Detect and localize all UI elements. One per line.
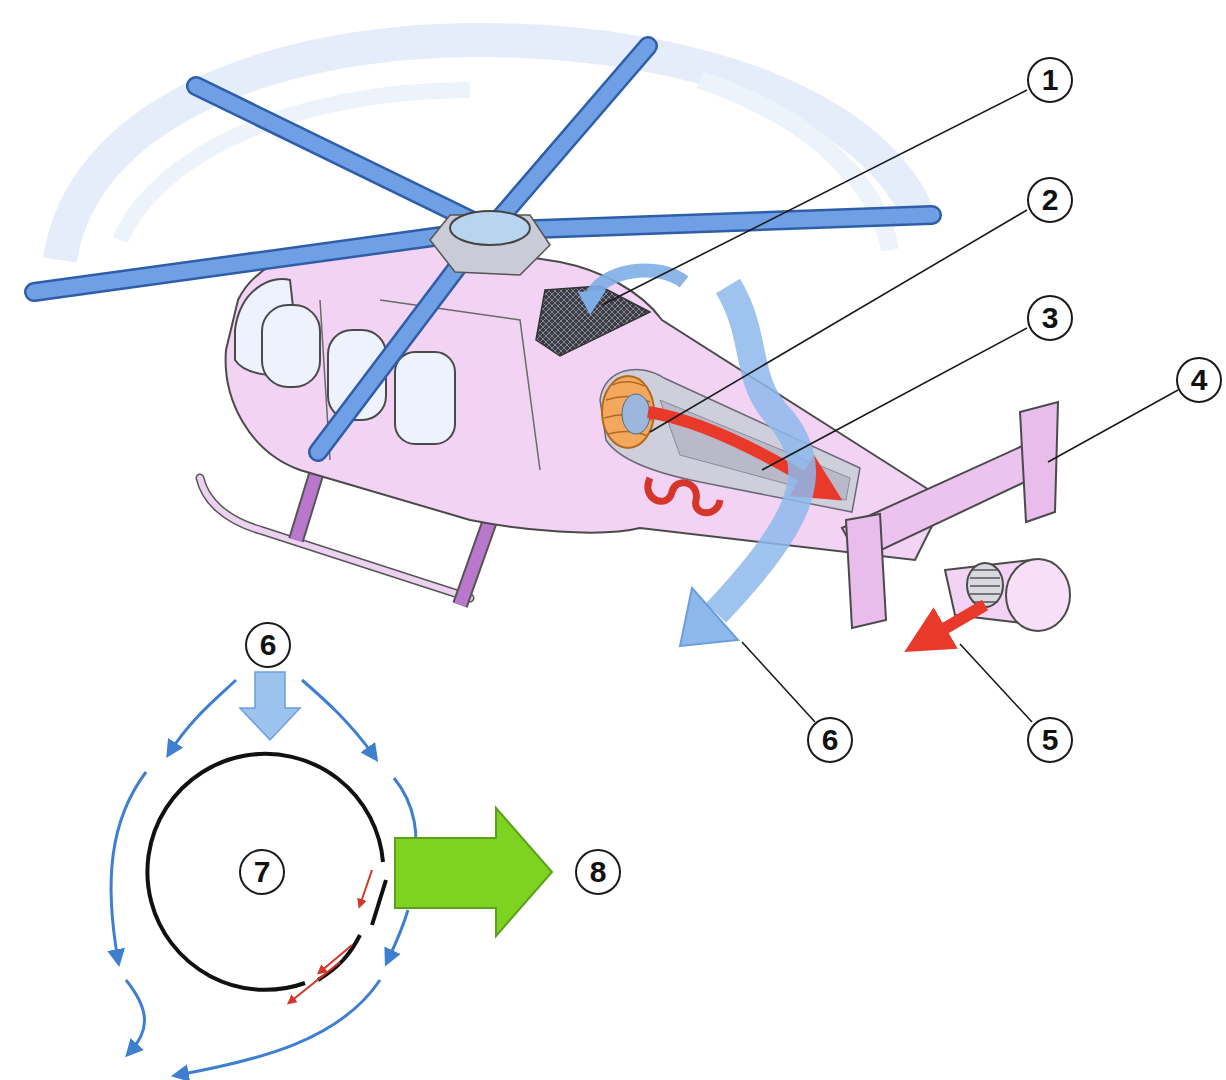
door-lines	[320, 300, 540, 470]
thrust-arrow	[395, 808, 552, 936]
callout-number: 4	[1176, 357, 1222, 403]
airflow-arrows	[111, 680, 416, 1075]
boom-cross-section	[147, 754, 386, 1002]
callout-number: 7	[239, 849, 285, 895]
rotor-downwash-head	[680, 588, 738, 646]
fuselage	[226, 239, 945, 560]
downwash-arrow	[240, 672, 300, 740]
intake-airflow	[590, 270, 684, 300]
rotor-hub	[430, 211, 550, 275]
tail-assembly	[842, 402, 1070, 631]
leader-lines	[602, 90, 1178, 722]
intake-airflow-head	[578, 290, 606, 315]
exhaust-swirl	[648, 478, 720, 513]
rotor-blades	[34, 46, 932, 452]
engine-cutaway	[600, 369, 860, 512]
callout-number: 3	[1027, 295, 1073, 341]
callout-number: 5	[1027, 717, 1073, 763]
callout-number: 6	[807, 717, 853, 763]
thruster-jet	[925, 605, 985, 640]
fan	[602, 376, 654, 448]
callout-number: 8	[575, 849, 621, 895]
rotor-downwash	[716, 286, 802, 613]
callout-number: 6	[245, 622, 291, 668]
callout-number: 2	[1027, 177, 1073, 223]
air-intake	[536, 286, 650, 356]
callout-number: 1	[1027, 57, 1073, 103]
